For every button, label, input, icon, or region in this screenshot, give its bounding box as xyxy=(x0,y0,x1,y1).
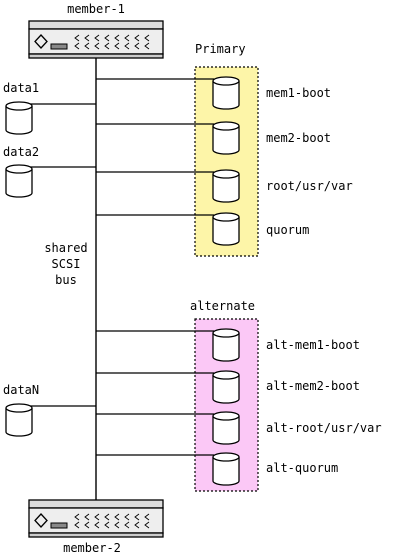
local-disk-data1: data1 xyxy=(3,81,96,135)
disk-icon xyxy=(5,403,33,437)
server-member-1: member-1 xyxy=(28,2,164,59)
bus-label: shared SCSI bus xyxy=(38,238,92,288)
disk-icon xyxy=(212,212,240,246)
disk-icon xyxy=(5,164,33,198)
disk-label: alt-quorum xyxy=(266,461,338,475)
primary-disk-mem1-boot: mem1-boot xyxy=(96,76,331,110)
disk-label: alt-mem2-boot xyxy=(266,379,360,393)
primary-disk-root-usr-var: root/usr/var xyxy=(96,169,353,203)
bus-label-line-3: bus xyxy=(55,273,77,287)
disk-label: mem1-boot xyxy=(266,86,331,100)
disk-label: alt-root/usr/var xyxy=(266,421,382,435)
disk-icon xyxy=(212,411,240,445)
alternate-disk-alt-quorum: alt-quorum xyxy=(96,452,338,486)
disk-icon xyxy=(212,370,240,404)
alternate-disk-alt-mem2-boot: alt-mem2-boot xyxy=(96,370,360,404)
bus-label-line-1: shared xyxy=(44,241,87,255)
disk-label: root/usr/var xyxy=(266,179,353,193)
bus-label-line-2: SCSI xyxy=(52,257,81,271)
disk-icon xyxy=(212,328,240,362)
server-label-top: member-1 xyxy=(67,2,125,16)
disk-label: alt-mem1-boot xyxy=(266,338,360,352)
local-disk-dataN: dataN xyxy=(3,383,96,437)
alternate-disk-alt-root-usr-var: alt-root/usr/var xyxy=(96,411,382,445)
local-disk-label: dataN xyxy=(3,383,39,397)
disk-icon xyxy=(212,76,240,110)
server-member-2: member-2 xyxy=(28,499,164,555)
alternate-group-title: alternate xyxy=(190,299,255,313)
server-label-bottom: member-2 xyxy=(63,541,121,555)
disk-icon xyxy=(5,101,33,135)
disk-label: mem2-boot xyxy=(266,131,331,145)
primary-disk-quorum: quorum xyxy=(96,212,309,246)
local-disk-label: data1 xyxy=(3,81,39,95)
disk-icon xyxy=(212,121,240,155)
local-disk-label: data2 xyxy=(3,145,39,159)
primary-group-title: Primary xyxy=(195,42,246,56)
server-icon xyxy=(28,499,164,538)
disk-icon xyxy=(212,452,240,486)
alternate-disk-alt-mem1-boot: alt-mem1-boot xyxy=(96,328,360,362)
disk-label: quorum xyxy=(266,223,309,237)
server-icon xyxy=(28,20,164,59)
disk-icon xyxy=(212,169,240,203)
local-disk-data2: data2 xyxy=(3,145,96,198)
primary-disk-mem2-boot: mem2-boot xyxy=(96,121,331,155)
